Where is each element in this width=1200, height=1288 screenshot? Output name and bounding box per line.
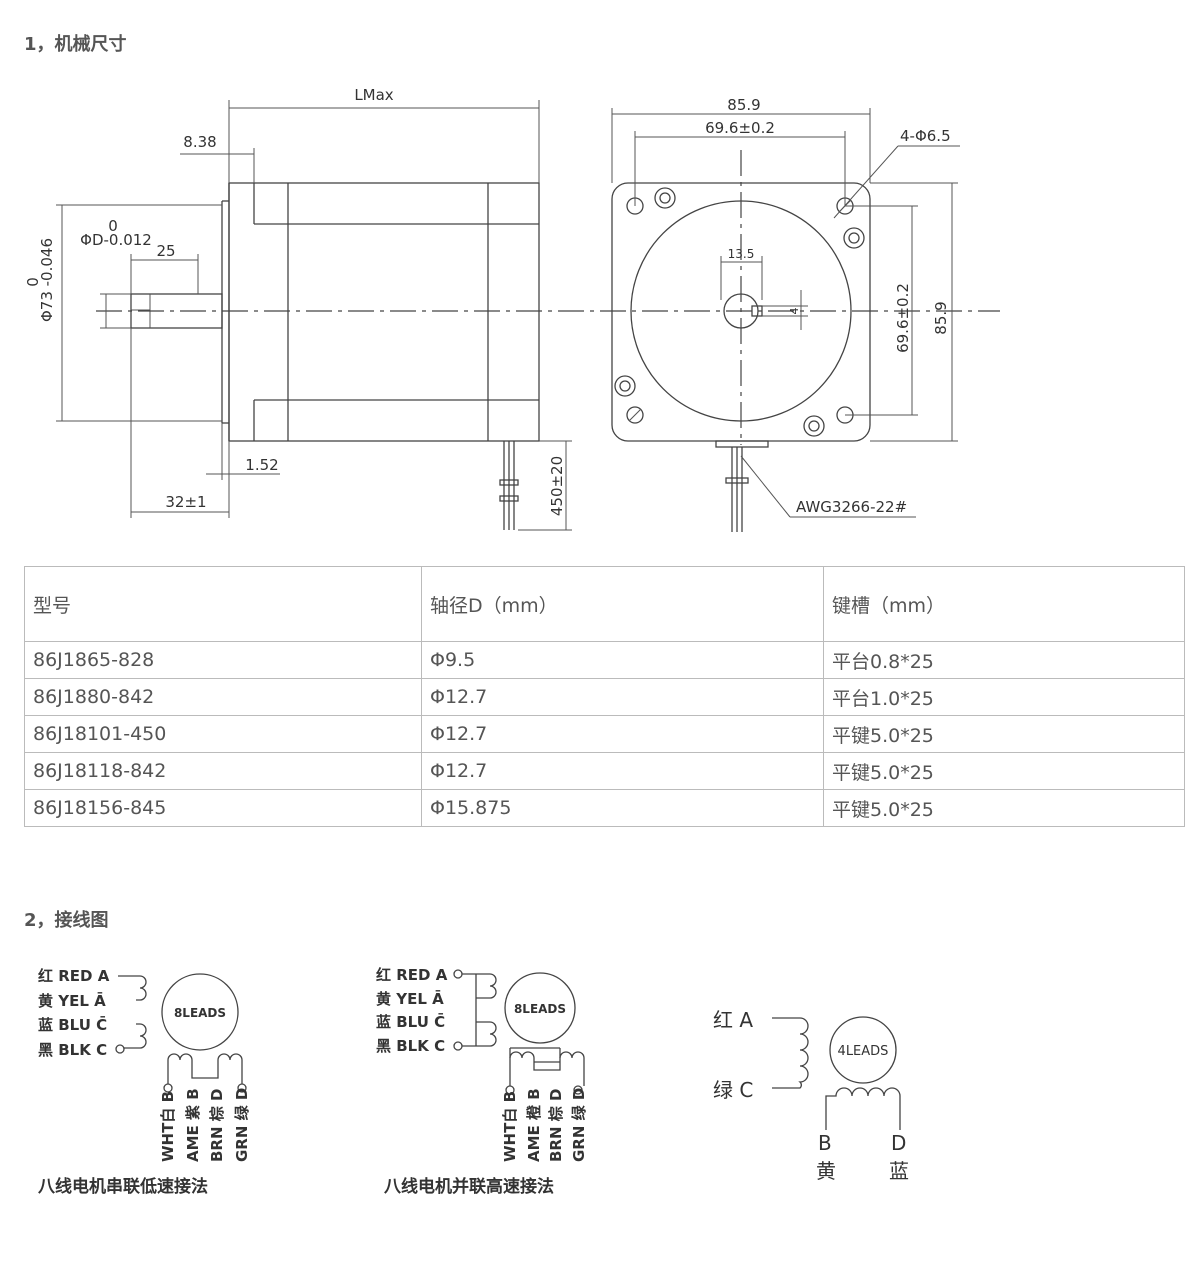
table-row: 86J18156-845 Φ15.875 平键5.0*25 (24, 789, 1185, 827)
wiring-series: 红 RED A 黄 YEL Ā 蓝 BLU C̄ 黑 BLK C 8LEADS … (38, 967, 251, 1197)
dim-32: 32±1 (165, 493, 206, 511)
cell-shaft: Φ12.7 (421, 715, 824, 753)
four-lead-a: 红 A (713, 1008, 753, 1032)
dim-859-side: 85.9 (932, 301, 950, 334)
parallel-wire-d1: BRN 棕 D (547, 1089, 565, 1162)
parallel-wire-d2: GRN 绿 D (570, 1088, 588, 1162)
dim-25: 25 (156, 242, 175, 260)
dim-838: 8.38 (183, 133, 216, 151)
dim-696-top: 69.6±0.2 (705, 119, 775, 137)
table-row: 86J1865-828 Φ9.5 平台0.8*25 (24, 641, 1185, 679)
parallel-lead-c-bar: 蓝 BLU C̄ (376, 1011, 445, 1031)
dim-phid: ΦD-0.012 (80, 231, 152, 249)
series-lead-a-bar: 黄 YEL Ā (38, 990, 106, 1010)
series-leads-label: 8LEADS (174, 1006, 226, 1020)
dim-859-top: 85.9 (727, 96, 760, 114)
cell-model: 86J18101-450 (24, 715, 422, 753)
parallel-lead-a-bar: 黄 YEL Ā (376, 988, 444, 1008)
series-lead-a: 红 RED A (38, 967, 110, 985)
cell-shaft: Φ9.5 (421, 641, 824, 679)
dim-152: 1.52 (245, 456, 278, 474)
section-title-dimensions: 1，机械尺寸 (24, 34, 127, 55)
series-wire-d2: GRN 绿 D (233, 1088, 251, 1162)
dim-450: 450±20 (548, 456, 566, 516)
cell-model: 86J18118-842 (24, 752, 422, 790)
header-model: 型号 (24, 566, 422, 642)
header-keyway: 键槽（mm） (823, 566, 1185, 642)
series-lead-c-bar: 蓝 BLU C̄ (38, 1014, 107, 1034)
parallel-motor-circle (504, 972, 576, 1044)
cell-model: 86J1880-842 (24, 678, 422, 716)
table-row: 86J18118-842 Φ12.7 平键5.0*25 (24, 752, 1185, 790)
dim-awg: AWG3266-22# (796, 498, 907, 516)
table-row: 86J1880-842 Φ12.7 平台1.0*25 (24, 678, 1185, 716)
parallel-leads-label: 8LEADS (514, 1002, 566, 1016)
dim-phid-tol: 0 (108, 217, 118, 235)
series-wire-b2: AME 紫 B (184, 1088, 202, 1162)
cell-model: 86J1865-828 (24, 641, 422, 679)
table-row: 86J18101-450 Φ12.7 平键5.0*25 (24, 715, 1185, 753)
dim-lmax: LMax (354, 86, 393, 104)
parallel-wire-b1: WHT白 B (501, 1091, 519, 1162)
dim-4: 4 (788, 308, 801, 315)
four-color-b: 黄 (816, 1159, 836, 1183)
four-tag-d: D (891, 1131, 906, 1155)
cell-shaft: Φ12.7 (421, 752, 824, 790)
dim-holes: 4-Φ6.5 (900, 127, 951, 145)
section-title-wiring: 2，接线图 (24, 910, 109, 931)
side-view: LMax 8.38 Φ73 -0.046 0 ΦD-0.012 0 25 1.5… (24, 86, 1000, 531)
spec-table: 型号 轴径D（mm） 键槽（mm） 86J1865-828 Φ9.5 平台0.8… (24, 566, 1185, 827)
cell-keyway: 平台1.0*25 (823, 678, 1185, 716)
four-motor-circle (829, 1016, 897, 1084)
series-wire-b1: WHT白 B (159, 1091, 177, 1162)
cell-shaft: Φ12.7 (421, 678, 824, 716)
parallel-lead-c: 黑 BLK C (376, 1037, 445, 1055)
series-caption: 八线电机串联低速接法 (38, 1176, 208, 1197)
series-motor-circle (161, 973, 239, 1051)
dim-phi73: Φ73 -0.046 (38, 238, 56, 322)
four-lead-c: 绿 C (713, 1078, 753, 1102)
four-tag-b: B (818, 1131, 832, 1155)
parallel-wire-b2: AME 橙 B (525, 1088, 543, 1162)
cell-keyway: 平键5.0*25 (823, 789, 1185, 827)
parallel-caption: 八线电机并联高速接法 (384, 1176, 554, 1197)
wiring-four: 红 A 绿 C 4LEADS B D 黄 蓝 (713, 1008, 909, 1183)
table-header-row: 型号 轴径D（mm） 键槽（mm） (24, 566, 1185, 642)
dim-696-side: 69.6±0.2 (894, 283, 912, 353)
series-lead-c: 黑 BLK C (38, 1041, 107, 1059)
front-view: 85.9 69.6±0.2 4-Φ6.5 13.5 4 69.6±0.2 85.… (611, 96, 960, 532)
series-wire-d1: BRN 棕 D (208, 1089, 226, 1162)
header-shaft-diameter: 轴径D（mm） (421, 566, 824, 642)
cell-shaft: Φ15.875 (421, 789, 824, 827)
dim-135: 13.5 (728, 247, 755, 261)
cell-keyway: 平键5.0*25 (823, 752, 1185, 790)
cell-keyway: 平键5.0*25 (823, 715, 1185, 753)
wiring-parallel: 红 RED A 黄 YEL Ā 蓝 BLU C̄ 黑 BLK C 8LEADS … (376, 966, 588, 1197)
four-leads-label: 4LEADS (838, 1044, 889, 1059)
dim-phi73-tol: 0 (24, 277, 42, 287)
parallel-lead-a: 红 RED A (376, 966, 448, 984)
cell-keyway: 平台0.8*25 (823, 641, 1185, 679)
motor-body (228, 182, 540, 442)
cell-model: 86J18156-845 (24, 789, 422, 827)
four-color-d: 蓝 (889, 1159, 909, 1183)
